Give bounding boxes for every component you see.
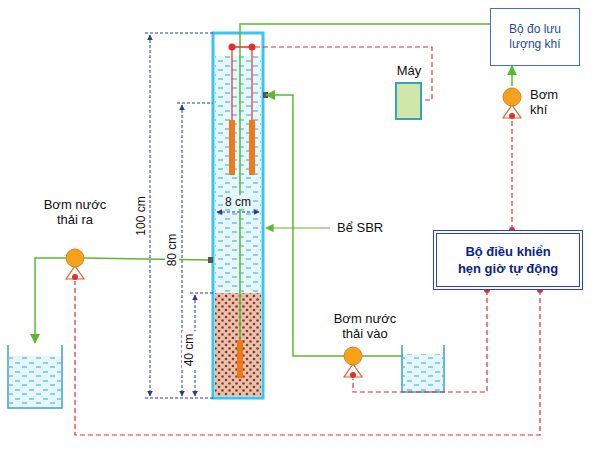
- reactor-column: [213, 33, 263, 398]
- air-pipe: [240, 24, 490, 340]
- node-text: Máy: [389, 63, 429, 78]
- dimension-label: 80 cm: [165, 232, 179, 269]
- pump-icon: [63, 247, 87, 281]
- control-wire: [75, 281, 540, 435]
- beaker-water: [9, 356, 61, 407]
- probe-terminal: [249, 44, 256, 51]
- node-text: Bơm nước thải vào: [327, 311, 403, 341]
- water-fill: [215, 56, 261, 293]
- effluent-beaker: [8, 345, 62, 408]
- probe-terminal: [229, 44, 236, 51]
- node-text: Bơm nước thải ra: [37, 197, 113, 227]
- dimension-line: [217, 212, 259, 213]
- pump-stand: [66, 266, 84, 279]
- probe-rod: [249, 120, 255, 175]
- outlet-port: [208, 257, 213, 263]
- node-text: Bộ đo lưu lượng khí: [499, 22, 571, 52]
- probe-rod: [229, 120, 235, 175]
- dimension-lines: [145, 33, 259, 398]
- control-wire: [511, 120, 512, 230]
- pump-icon: [500, 86, 524, 120]
- pump-symbol: Bơm nước thải vào: [341, 345, 365, 379]
- air-pipe: [511, 66, 513, 86]
- control-wire: [353, 290, 487, 392]
- node-text: Bơm khí: [530, 87, 564, 117]
- part-label: Bể SBR: [335, 221, 385, 235]
- wire-terminal: [509, 113, 515, 119]
- pump-symbol: Bơm nước thải ra: [63, 247, 87, 281]
- leader-line: [266, 227, 330, 228]
- dimension-tick: [177, 103, 213, 104]
- influent-pipe: [266, 95, 344, 356]
- wire-terminal: [72, 274, 78, 280]
- pump-symbol: Bơm khí: [500, 86, 524, 120]
- dimension-label: 8 cm: [223, 195, 253, 209]
- probe-wire: [231, 47, 232, 120]
- pump-body: [503, 88, 521, 106]
- sludge-layer: [215, 293, 261, 396]
- probe-wire: [251, 47, 252, 120]
- dimension-label: 100 cm: [134, 194, 148, 237]
- pump-stand: [344, 364, 362, 377]
- beaker-water: [403, 354, 443, 391]
- effluent-pipe: [35, 258, 66, 343]
- controller-box: Bộ điều khiển hẹn giờ tự động: [433, 230, 583, 290]
- pump-body: [66, 249, 84, 267]
- influent-beaker: [402, 345, 444, 392]
- pump-stand: [503, 105, 521, 118]
- device-box: Máy: [395, 82, 422, 120]
- dimension-label: 40 cm: [182, 332, 196, 369]
- wire-terminal: [350, 372, 356, 378]
- dimension-tick: [145, 33, 213, 34]
- effluent-pipe: [84, 258, 208, 260]
- node-text: Bộ điều khiển hẹn giờ tự động: [456, 243, 561, 277]
- dimension-tick: [145, 398, 213, 399]
- pump-icon: [341, 345, 365, 379]
- dimension-tick: [190, 293, 213, 294]
- pump-body: [344, 347, 362, 365]
- flow-meter-box: Bộ đo lưu lượng khí: [490, 8, 580, 66]
- dimension-line: [150, 35, 151, 396]
- air-diffuser: [237, 340, 243, 378]
